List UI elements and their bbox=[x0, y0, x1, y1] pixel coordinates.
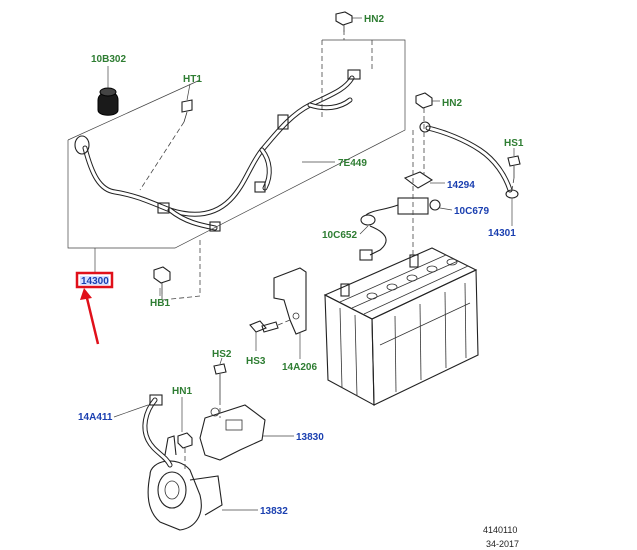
battery bbox=[323, 247, 479, 406]
label-10c652: 10C652 bbox=[322, 230, 357, 241]
label-14a206: 14A206 bbox=[282, 362, 317, 373]
leader-lines bbox=[94, 17, 515, 511]
horn-harness bbox=[142, 394, 173, 468]
highlight-arrow bbox=[84, 293, 100, 345]
label-hn2-top: HN2 bbox=[364, 14, 384, 25]
horn-bracket bbox=[199, 404, 266, 461]
label-hs1: HS1 bbox=[504, 138, 524, 149]
label-10b302: 10B302 bbox=[91, 54, 126, 65]
highlight-14300[interactable]: 14300 bbox=[75, 271, 114, 289]
bracket-14a206 bbox=[273, 267, 307, 335]
label-hs2: HS2 bbox=[212, 349, 232, 360]
reference-number: 4140110 bbox=[483, 525, 517, 535]
label-14301: 14301 bbox=[488, 228, 516, 239]
label-14294: 14294 bbox=[447, 180, 475, 191]
label-hn1: HN1 bbox=[172, 386, 192, 397]
label-ht1: HT1 bbox=[183, 74, 202, 85]
terminal-cluster bbox=[359, 171, 441, 261]
fasteners bbox=[153, 11, 521, 449]
label-13830: 13830 bbox=[296, 432, 324, 443]
label-hn2-right: HN2 bbox=[442, 98, 462, 109]
label-10c679: 10C679 bbox=[454, 206, 489, 217]
main-harness bbox=[74, 69, 361, 232]
guide-lines bbox=[67, 30, 515, 470]
label-7e449: 7E449 bbox=[338, 158, 367, 169]
cap-part bbox=[97, 87, 119, 116]
label-hs3: HS3 bbox=[246, 356, 266, 367]
label-13832: 13832 bbox=[260, 506, 288, 517]
label-14300[interactable]: 14300 bbox=[81, 276, 109, 287]
highlight-arrow-head bbox=[80, 288, 92, 300]
label-hb1: HB1 bbox=[150, 298, 170, 309]
label-14a411: 14A411 bbox=[78, 412, 113, 423]
date-code: 34-2017 bbox=[486, 539, 519, 549]
